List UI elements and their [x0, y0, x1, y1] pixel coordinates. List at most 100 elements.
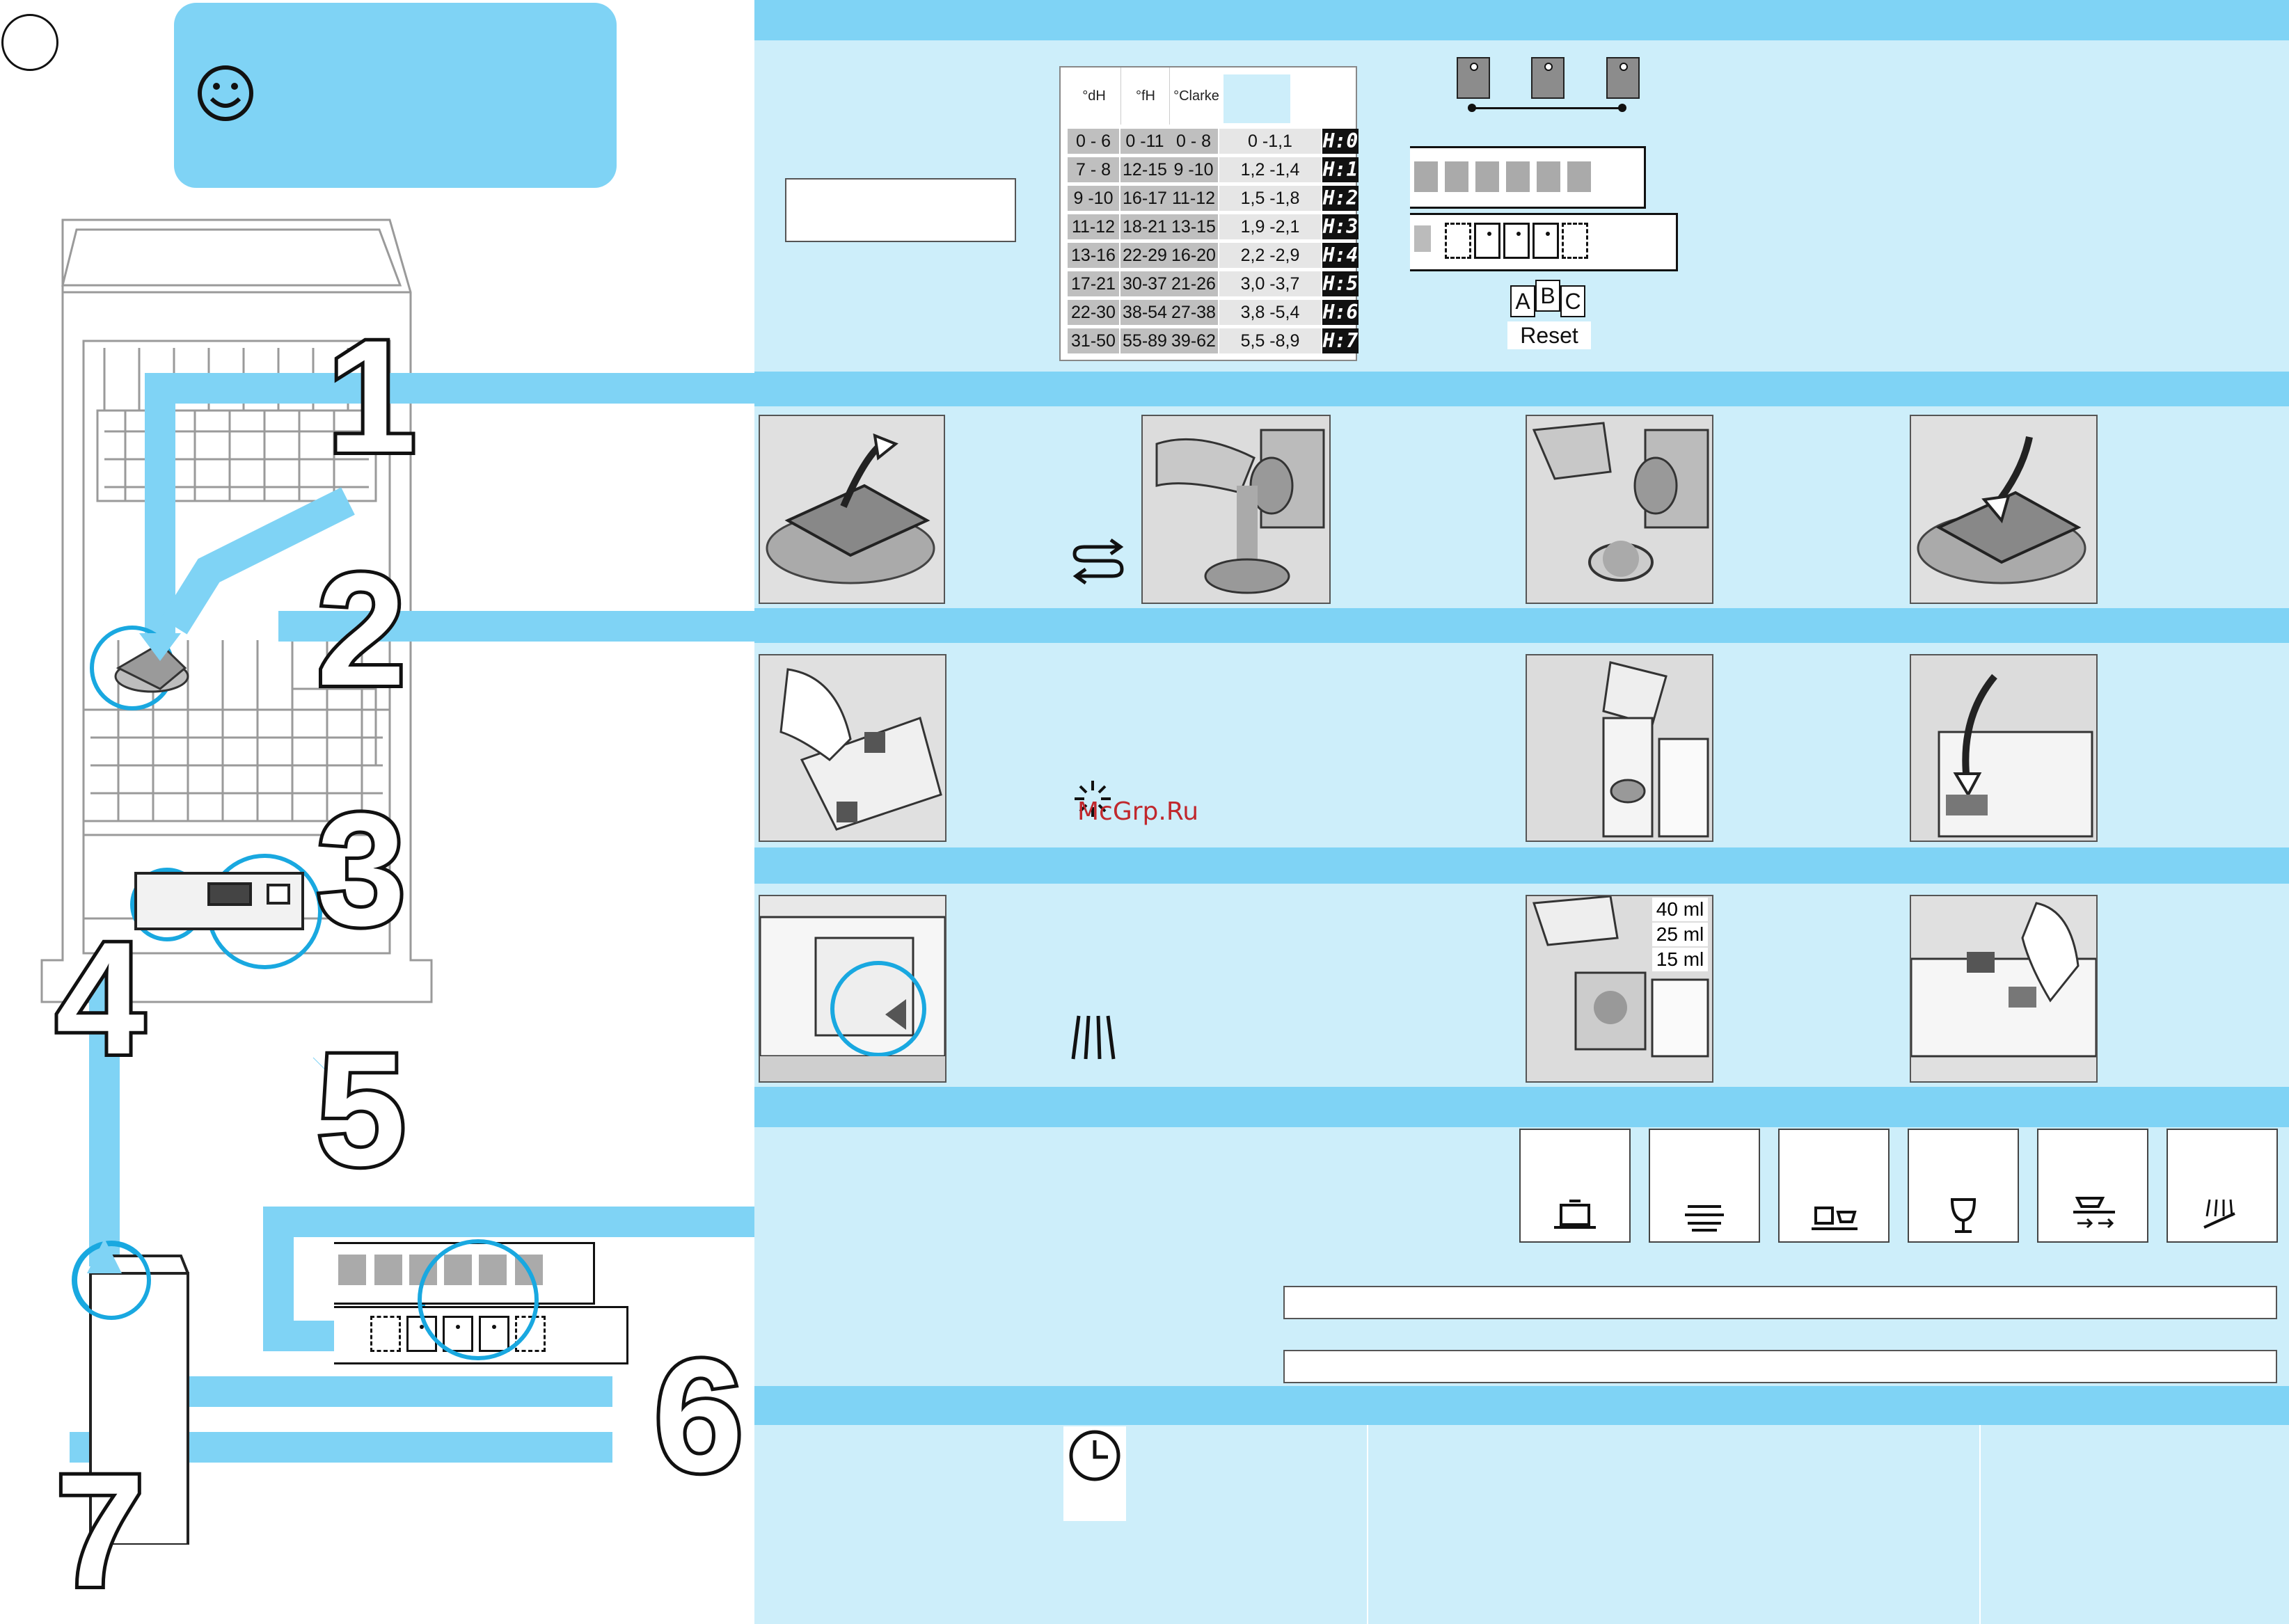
blank-input-box: [785, 178, 1016, 242]
hardness-display: H:4: [1322, 243, 1359, 268]
hardness-cell-clarke: 21-26: [1169, 271, 1219, 296]
wineglass-icon: [1950, 1198, 1977, 1233]
divider-1: [1367, 1425, 1368, 1624]
hardness-display: H:0: [1322, 129, 1359, 154]
cup-saucer-icon: [1812, 1207, 1858, 1230]
hardness-cell-fH: 0 -11: [1120, 129, 1171, 154]
hardness-cell-fH: 38-54: [1120, 300, 1171, 325]
step-number-6: 6: [651, 1326, 747, 1505]
program-tag-left: [1457, 57, 1490, 99]
hardness-cell-mmol: 1,5 -1,8: [1219, 186, 1322, 211]
hardness-display: H:3: [1322, 214, 1359, 239]
step-number-4: 4: [52, 909, 148, 1088]
detergent-photo-fill: 40 ml 25 ml 15 ml: [1526, 895, 1713, 1083]
hardness-display: H:1: [1322, 157, 1359, 182]
salt-photo-add-salt: [1526, 415, 1713, 604]
section-end: [754, 1425, 2289, 1624]
hardness-cell-mmol: 3,0 -3,7: [1219, 271, 1322, 296]
hardness-cell-clarke: 16-20: [1169, 243, 1219, 268]
band-step-3: [754, 847, 2289, 884]
key-label-c[interactable]: C: [1560, 285, 1585, 317]
program-pot[interactable]: [1519, 1129, 1631, 1243]
note-box: [174, 3, 617, 188]
sparkle-icon: [1072, 778, 1114, 820]
hardness-cell-clarke: 0 - 8: [1169, 129, 1219, 154]
hardness-cell-mmol: 2,2 -2,9: [1219, 243, 1322, 268]
program-info-bar-1: [1283, 1286, 2277, 1319]
pot-icon: [1554, 1200, 1596, 1229]
program-tag-right: [1606, 57, 1640, 99]
hardness-cell-dH: 9 -10: [1068, 186, 1120, 211]
step5-control-panel: [334, 1239, 631, 1371]
step-number-2: 2: [313, 540, 409, 719]
rinse-photo-close: [1910, 654, 2098, 842]
tag-connector: [1472, 107, 1622, 109]
hardness-cell-dH: 0 - 6: [1068, 129, 1120, 154]
hardness-cell-fH: 16-17: [1120, 186, 1171, 211]
program-wineglass[interactable]: [1908, 1129, 2019, 1243]
header-dh: °dH: [1082, 88, 1106, 104]
reset-control-panel: A B C Reset: [1410, 146, 1681, 355]
hardness-cell-clarke: 13-15: [1169, 214, 1219, 239]
salt-photo-close-lid: [1910, 415, 2098, 604]
hardness-cell-dH: 7 - 8: [1068, 157, 1120, 182]
hardness-cell-mmol: 0 -1,1: [1219, 129, 1322, 154]
hardness-display: H:7: [1322, 328, 1359, 353]
reset-label: Reset: [1507, 321, 1591, 349]
header-mmol-swatch: [1223, 74, 1290, 123]
panel-highlight-circle: [418, 1239, 539, 1360]
step-number-7: 7: [52, 1441, 148, 1620]
hardness-display: H:5: [1322, 271, 1359, 296]
hardness-cell-fH: 12-15: [1120, 157, 1171, 182]
program-tag-mid: [1531, 57, 1565, 99]
step-number-3: 3: [313, 780, 409, 959]
band-step-2: [754, 608, 2289, 643]
key-label-b[interactable]: B: [1535, 280, 1560, 312]
band-step-5: [754, 1087, 2289, 1127]
band-step-1: [754, 372, 2289, 406]
quick-wash-icon: [2073, 1197, 2115, 1229]
hardness-cell-clarke: 9 -10: [1169, 157, 1219, 182]
salt-photo-pour-water: [1141, 415, 1331, 604]
dose-25ml: 25 ml: [1652, 923, 1708, 946]
key-label-a[interactable]: A: [1510, 285, 1535, 317]
dose-40ml: 40 ml: [1652, 898, 1708, 921]
hardness-cell-mmol: 5,5 -8,9: [1219, 328, 1322, 353]
pre-rinse-icon: [2203, 1199, 2235, 1229]
rinse-photo-fill: [1526, 654, 1713, 842]
hardness-display: H:6: [1322, 300, 1359, 325]
rinse-photo-open: [759, 654, 947, 842]
tag-connector-dot-r: [1618, 104, 1626, 112]
hardness-cell-fH: 30-37: [1120, 271, 1171, 296]
dose-15ml: 15 ml: [1652, 948, 1708, 971]
program-quick-wash[interactable]: [2037, 1129, 2148, 1243]
program-info-bar-2: [1283, 1350, 2277, 1383]
panel-light-square: [1414, 225, 1431, 252]
salt-photo-open-lid: [759, 415, 945, 604]
plates-icon: [1685, 1205, 1724, 1232]
hardness-cell-clarke: 39-62: [1169, 328, 1219, 353]
hardness-cell-fH: 22-29: [1120, 243, 1171, 268]
header-band: [754, 0, 2289, 40]
hardness-cell-mmol: 3,8 -5,4: [1219, 300, 1322, 325]
program-plates[interactable]: [1649, 1129, 1760, 1243]
spray-icon: [1069, 1013, 1125, 1062]
language-circle: [1, 14, 58, 71]
hardness-cell-dH: 11-12: [1068, 214, 1120, 239]
hardness-cell-clarke: 11-12: [1169, 186, 1219, 211]
hardness-cell-mmol: 1,9 -2,1: [1219, 214, 1322, 239]
watermark: McGrp.Ru: [1077, 797, 1199, 826]
hardness-cell-clarke: 27-38: [1169, 300, 1219, 325]
header-fh: °fH: [1120, 67, 1170, 125]
program-pre-rinse[interactable]: [2167, 1129, 2278, 1243]
hardness-cell-dH: 17-21: [1068, 271, 1120, 296]
program-cup-saucer[interactable]: [1778, 1129, 1890, 1243]
tag-connector-dot-l: [1468, 104, 1476, 112]
detergent-photo-open: [759, 895, 947, 1083]
